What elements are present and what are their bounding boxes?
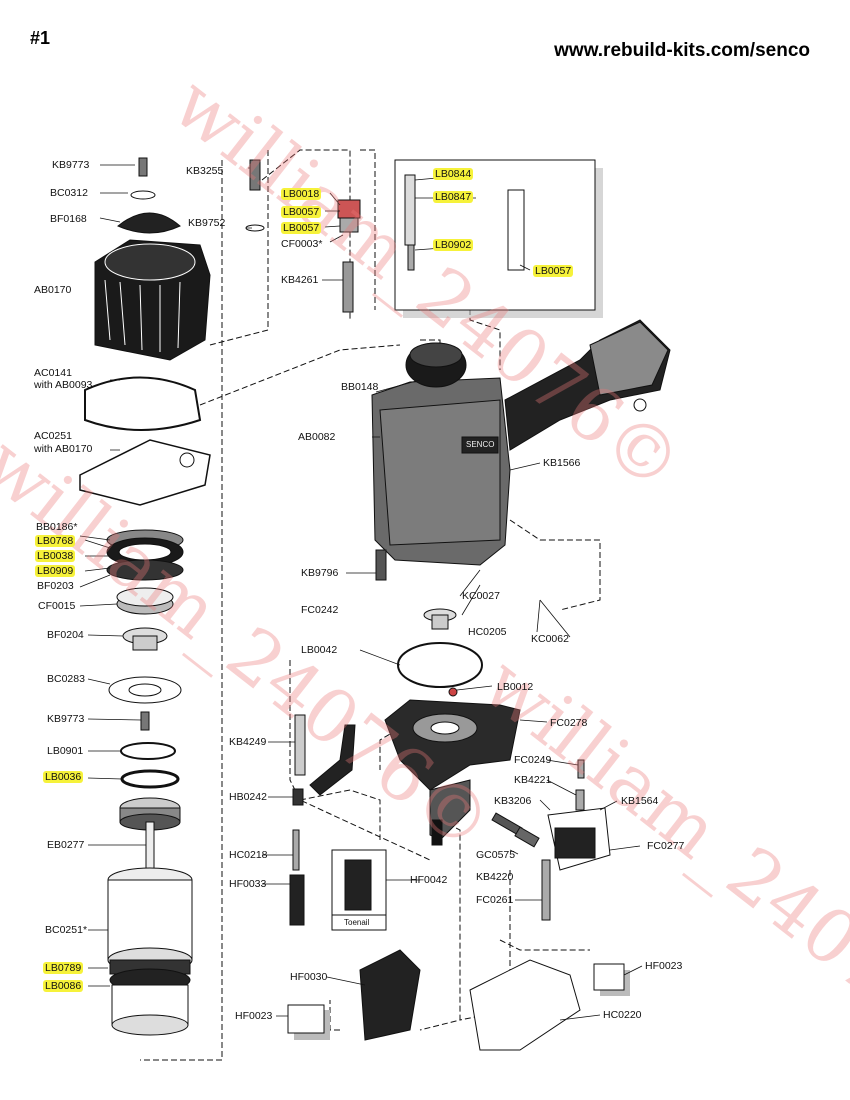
label-kb1564: KB1564 (621, 795, 659, 807)
label-lb0012: LB0012 (497, 681, 534, 693)
label-hc0218: HC0218 (229, 849, 268, 861)
assembly-line-left (140, 160, 223, 1061)
label-bf0203: BF0203 (37, 580, 74, 592)
label-hf0023-a: HF0023 (235, 1010, 273, 1022)
page-number: #1 (30, 28, 51, 48)
label-kb9773-low: KB9773 (47, 713, 85, 725)
label-lb0909: LB0909 (35, 565, 76, 577)
label-ab0082: AB0082 (298, 431, 336, 443)
label-fc0242: FC0242 (301, 604, 339, 616)
label-lb0901: LB0901 (47, 745, 84, 757)
cap-bf0168 (117, 212, 181, 234)
part-hf0030 (359, 949, 421, 1041)
nameplate-text: SENCO (466, 440, 495, 449)
label-lb0057-c: LB0057 (533, 265, 574, 277)
label-fc0277: FC0277 (647, 840, 685, 852)
website-url[interactable]: www.rebuild-kits.com/senco (554, 40, 810, 61)
label-lb0768: LB0768 (35, 535, 76, 547)
label-fc0261: FC0261 (476, 894, 514, 906)
part-hf0033 (289, 874, 305, 926)
label-kb4220: KB4220 (476, 871, 514, 883)
ring-lb0901 (120, 742, 176, 760)
label-kb4249: KB4249 (229, 736, 267, 748)
label-ac0141: AC0141 (34, 367, 72, 379)
label-kb3206: KB3206 (494, 795, 532, 807)
label-lb0057-a: LB0057 (281, 206, 322, 218)
label-lb0844: LB0844 (433, 168, 474, 180)
label-kb9773-top: KB9773 (52, 159, 90, 171)
skid-hc0220 (469, 959, 581, 1051)
label-eb0277: EB0277 (47, 839, 85, 851)
pin-fc0261 (541, 859, 551, 921)
label-lb0086: LB0086 (43, 980, 84, 992)
driver-eb0277 (145, 821, 155, 873)
trigger-valve-stem (404, 174, 416, 246)
screw-kb9796 (375, 549, 387, 581)
label-toenail: Toenail (344, 918, 370, 927)
label-lb0018: LB0018 (281, 188, 322, 200)
part-hb0242 (292, 788, 304, 806)
label-kb4221: KB4221 (514, 774, 552, 786)
label-hf0042: HF0042 (410, 874, 448, 886)
nosepiece-fc0278 (384, 699, 521, 791)
label-hf0030: HF0030 (290, 971, 328, 983)
label-fc0249: FC0249 (514, 754, 552, 766)
label-kb9752: KB9752 (188, 217, 226, 229)
screw-kb9773 (138, 157, 148, 177)
valve-lb0018 (337, 199, 361, 219)
screw-kb9773-lower (140, 711, 150, 731)
assembly-line-kb3255 (209, 150, 269, 346)
label-bb0148: BB0148 (341, 381, 379, 393)
spring-kb4221 (575, 789, 585, 811)
inset-hf0023-a (287, 1004, 325, 1034)
washer-bc0312 (130, 190, 156, 200)
gasket-ac0141 (84, 376, 202, 431)
note-ac0141: with AB0093 (34, 379, 93, 391)
label-kb4261: KB4261 (281, 274, 319, 286)
part-fc0249 (577, 759, 585, 779)
inset-hf0023-b (593, 963, 625, 991)
label-gc0575: GC0575 (476, 849, 516, 861)
label-hb0242: HB0242 (229, 791, 267, 803)
label-cf0003: CF0003* (281, 238, 323, 250)
label-bf0168: BF0168 (50, 213, 87, 225)
plate-ac0251 (79, 439, 211, 506)
part-lb0012 (448, 687, 458, 697)
label-hc0220: HC0220 (603, 1009, 642, 1021)
label-kb1566: KB1566 (543, 457, 581, 469)
label-lb0042: LB0042 (301, 644, 338, 656)
label-bf0204: BF0204 (47, 629, 84, 641)
label-hf0023-b: HF0023 (645, 960, 683, 972)
note-ac0251: with AB0170 (34, 443, 93, 455)
label-hc0205: HC0205 (468, 626, 507, 638)
label-lb0902: LB0902 (433, 239, 474, 251)
label-cf0015: CF0015 (38, 600, 76, 612)
label-bc0312: BC0312 (50, 187, 88, 199)
label-kb9796: KB9796 (301, 567, 339, 579)
oring-lb0042 (397, 642, 483, 688)
label-bc0283: BC0283 (47, 673, 85, 685)
label-ab0170: AB0170 (34, 284, 72, 296)
label-kb3255: KB3255 (186, 165, 224, 177)
label-fc0278: FC0278 (550, 717, 588, 729)
label-lb0057-b: LB0057 (281, 222, 322, 234)
label-kc0027: KC0027 (462, 590, 500, 602)
label-bb0186: BB0186* (36, 521, 78, 533)
spring-kb4220 (514, 826, 540, 848)
spring-kb4261 (342, 261, 354, 313)
spring-kb4249 (294, 714, 306, 776)
valve-sleeve (507, 189, 525, 271)
pin-hc0218 (292, 829, 300, 871)
label-hf0033: HF0033 (229, 878, 267, 890)
label-lb0038: LB0038 (35, 550, 76, 562)
label-lb0789: LB0789 (43, 962, 84, 974)
label-lb0036: LB0036 (43, 771, 84, 783)
label-kc0062: KC0062 (531, 633, 569, 645)
label-ac0251: AC0251 (34, 430, 72, 442)
label-lb0847: LB0847 (433, 191, 474, 203)
label-bc0251: BC0251* (45, 924, 88, 936)
screw-kb3255 (249, 159, 261, 191)
oring-lb0036 (120, 769, 180, 789)
